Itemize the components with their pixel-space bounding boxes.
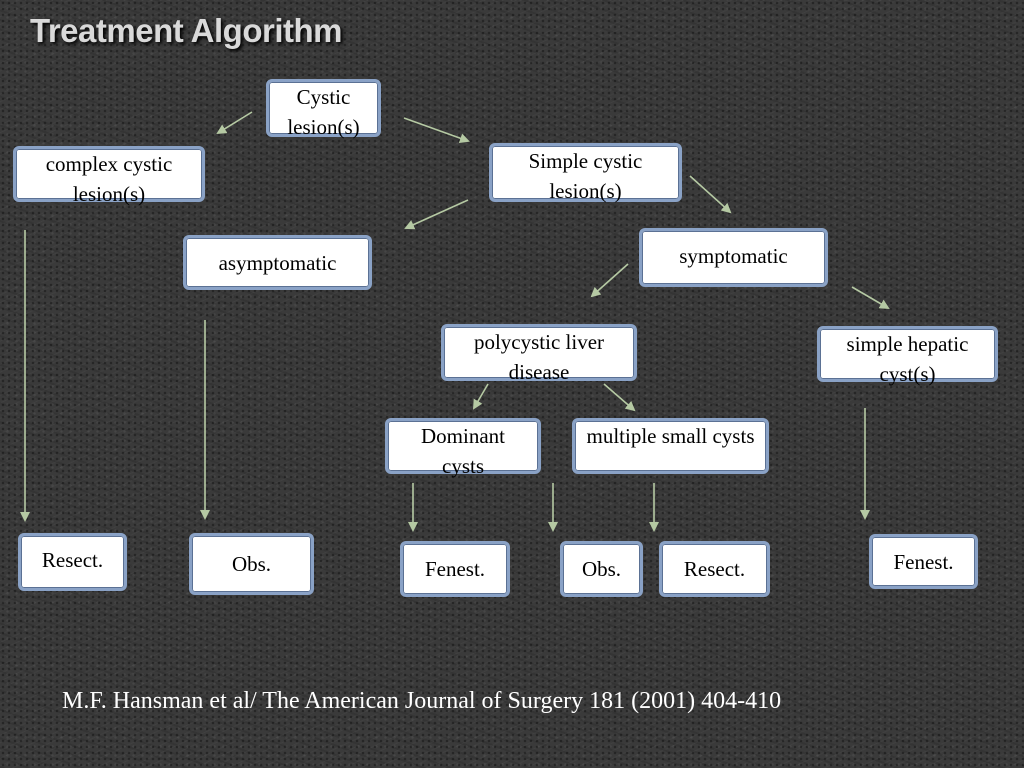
arrow-symptomatic-to-simple-hepatic <box>851 286 890 310</box>
node-obs-2: Obs. <box>560 541 643 597</box>
arrow-polycystic-to-multiple <box>603 383 636 412</box>
node-obs-2-label: Obs. <box>581 557 622 581</box>
node-obs-1-label: Obs. <box>231 552 272 576</box>
node-polycystic-liver-disease-label: polycystic liver disease <box>473 330 605 384</box>
node-simple-hepatic-cysts: simple hepatic cyst(s) <box>817 326 998 386</box>
node-fenest-1-label: Fenest. <box>424 557 486 581</box>
node-simple-hepatic-cysts-label: simple hepatic cyst(s) <box>846 332 969 386</box>
node-asymptomatic-label: asymptomatic <box>218 250 337 275</box>
node-simple-cystic-lesions: Simple cystic lesion(s) <box>489 143 682 203</box>
node-symptomatic-label: symptomatic <box>679 243 788 268</box>
arrow-simple-to-symptomatic <box>689 175 732 214</box>
node-simple-cystic-lesions-label: Simple cystic lesion(s) <box>528 149 643 203</box>
node-resect-1-label: Resect. <box>41 548 104 572</box>
node-dominant-cysts: Dominant cysts <box>385 418 541 478</box>
arrow-cystic-to-complex <box>216 111 253 135</box>
node-asymptomatic: asymptomatic <box>183 235 372 290</box>
arrow-symptomatic-to-polycystic <box>590 263 629 298</box>
node-symptomatic: symptomatic <box>639 228 828 287</box>
node-fenest-1: Fenest. <box>400 541 510 597</box>
node-complex-cystic-lesions: complex cystic lesion(s) <box>13 146 205 206</box>
node-fenest-2: Fenest. <box>869 534 978 589</box>
arrow-cystic-to-simple <box>403 117 470 143</box>
node-fenest-2-label: Fenest. <box>893 549 954 574</box>
arrow-simple-to-asymptomatic <box>404 199 469 230</box>
node-resect-1: Resect. <box>18 533 127 591</box>
page-title: Treatment Algorithm <box>30 12 342 49</box>
node-complex-cystic-lesions-label: complex cystic lesion(s) <box>45 152 173 206</box>
node-resect-2-label: Resect. <box>683 557 746 581</box>
node-dominant-cysts-label: Dominant cysts <box>421 424 505 478</box>
node-resect-2: Resect. <box>659 541 770 597</box>
citation: M.F. Hansman et al/ The American Journal… <box>62 688 782 714</box>
node-polycystic-liver-disease: polycystic liver disease <box>441 324 637 384</box>
arrow-polycystic-to-dominant <box>472 383 489 410</box>
node-cystic-lesions-label: Cystic lesion(s) <box>287 85 360 139</box>
node-multiple-small-cysts: multiple small cysts <box>572 418 769 474</box>
node-cystic-lesions: Cystic lesion(s) <box>266 79 381 139</box>
node-obs-1: Obs. <box>189 533 314 595</box>
node-multiple-small-cysts-label: multiple small cysts <box>586 424 755 448</box>
